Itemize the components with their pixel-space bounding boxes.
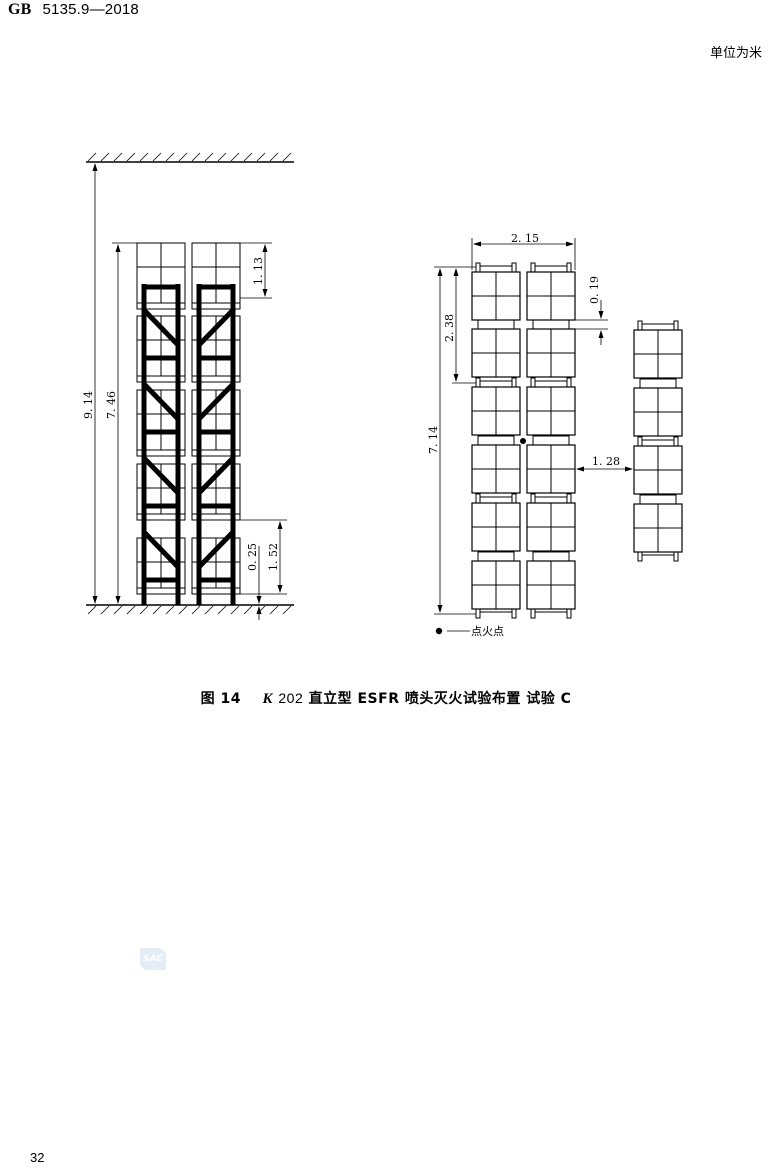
figure-label: 图 14 (200, 691, 241, 707)
dim-flue-gap: 0. 19 (588, 276, 601, 304)
dim-aisle-width: 1. 28 (592, 455, 620, 468)
dim-top-tier-height: 1. 13 (252, 257, 265, 285)
ignition-point (520, 438, 526, 444)
sac-watermark-logo: SAC (140, 948, 166, 970)
dim-bay-pitch: 2. 38 (443, 314, 456, 342)
k-factor-symbol: K (262, 691, 273, 707)
ignition-legend-dot (435, 627, 443, 635)
page-number: 32 (30, 1150, 45, 1165)
plan-dimensions (434, 238, 633, 615)
dim-storage-height: 7. 46 (105, 391, 118, 419)
rack-elevation (136, 242, 241, 605)
figure-title: 直立型 ESFR 喷头灭火试验布置 试验 C (308, 691, 572, 707)
dim-bottom-clearance: 0. 25 (246, 543, 259, 571)
figure-14-drawing: 9. 14 7. 46 1. 13 1. 52 0. 25 (82, 152, 683, 638)
figure-caption: 图 14 K 202 直立型 ESFR 喷头灭火试验布置 试验 C (0, 688, 772, 708)
plan-view: 2. 15 7. 14 2. 38 0. 19 1. 28 点火点 (427, 232, 683, 638)
standard-number: 5135.9—2018 (42, 1, 139, 18)
dim-tier-height: 1. 52 (267, 543, 280, 571)
dim-rack-length: 7. 14 (427, 426, 440, 454)
ignition-legend: 点火点 (435, 625, 504, 638)
dim-ceiling-height: 9. 14 (82, 391, 95, 419)
k-factor-value: 202 (278, 690, 304, 706)
floor-line (86, 604, 294, 615)
elevation-dimensions (92, 163, 287, 620)
elevation-view: 9. 14 7. 46 1. 13 1. 52 0. 25 (82, 152, 294, 620)
unit-note: 单位为米 (709, 46, 762, 61)
dim-rack-width: 2. 15 (511, 232, 539, 245)
ignition-legend-label: 点火点 (471, 625, 504, 638)
standard-prefix: GB (8, 1, 32, 18)
ceiling-line (86, 152, 294, 163)
standard-code: GB 5135.9—2018 (8, 0, 139, 19)
